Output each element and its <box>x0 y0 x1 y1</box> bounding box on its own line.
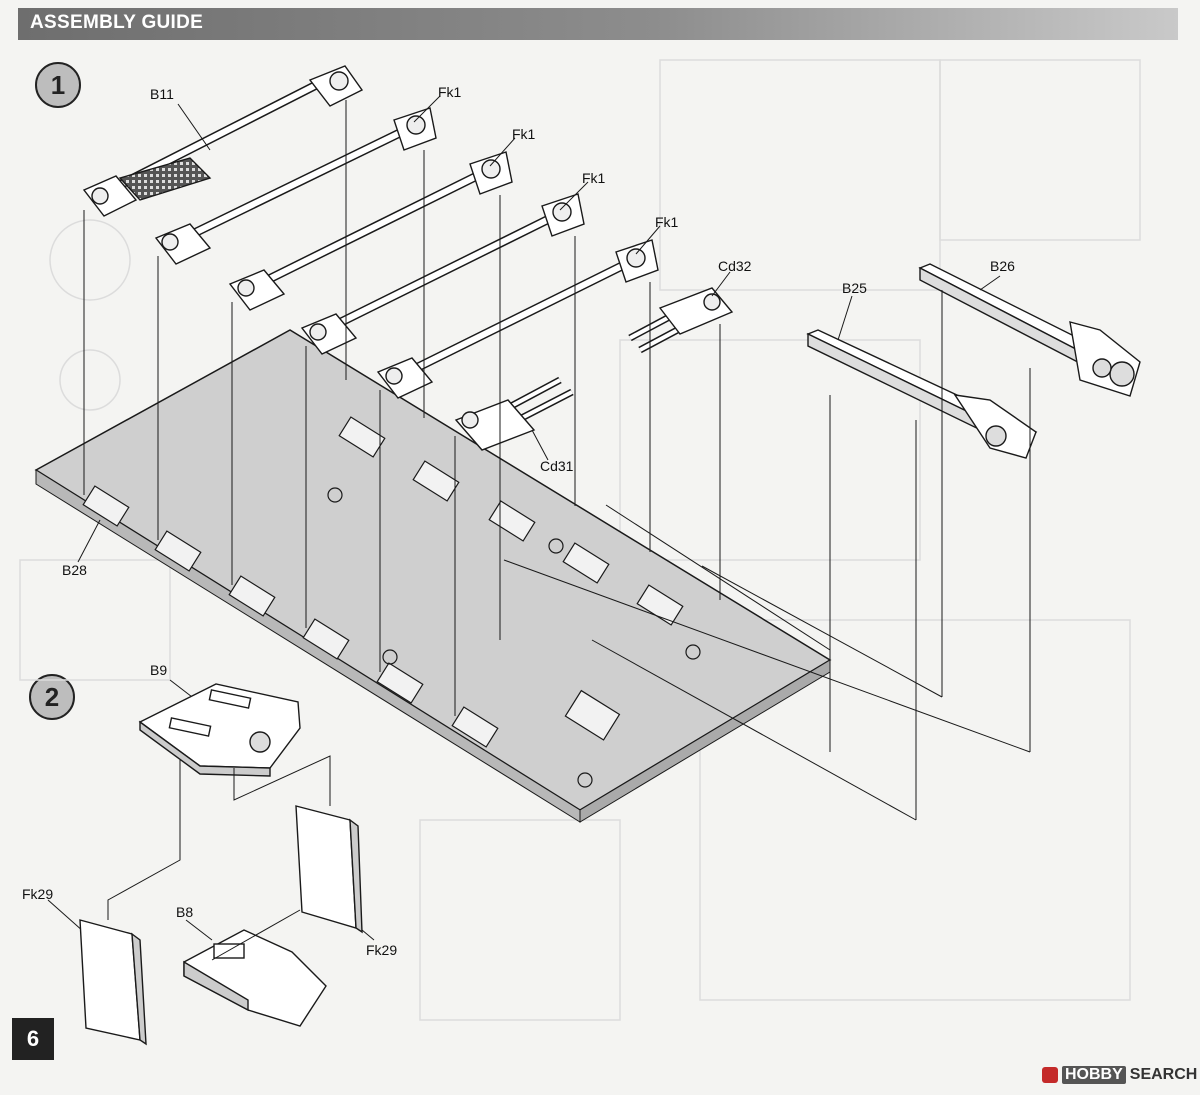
part-fk29-left <box>79 919 147 1046</box>
watermark: HOBBY SEARCH <box>1042 1066 1197 1084</box>
watermark-suffix: SEARCH <box>1129 1066 1198 1083</box>
label-leaders <box>47 95 1001 941</box>
arm-b11 <box>82 65 364 217</box>
arm-fk1-4 <box>376 239 659 399</box>
label-b26: B26 <box>990 258 1015 274</box>
label-b8: B8 <box>176 904 194 920</box>
label-cd31: Cd31 <box>540 458 574 474</box>
label-fk1-2: Fk1 <box>512 126 536 142</box>
page-number: 6 <box>12 1018 54 1060</box>
part-fk29-right <box>295 805 363 934</box>
rail-b25 <box>806 329 1038 459</box>
part-b9 <box>138 683 301 777</box>
arm-fk1-3 <box>300 193 585 355</box>
label-b11: B11 <box>150 86 174 102</box>
label-b28: B28 <box>62 562 87 578</box>
label-b9: B9 <box>150 662 168 678</box>
label-fk29-right: Fk29 <box>366 942 398 958</box>
label-fk1-3: Fk1 <box>582 170 606 186</box>
step-2-badge: 2 <box>29 674 75 720</box>
label-fk1-4: Fk1 <box>655 214 679 230</box>
label-fk1-1: Fk1 <box>438 84 462 100</box>
step-1-badge: 1 <box>35 62 81 108</box>
label-fk29-left: Fk29 <box>22 886 54 902</box>
page-title: ASSEMBLY GUIDE <box>30 12 204 33</box>
part-b8 <box>183 929 327 1027</box>
guide-lines <box>83 100 1031 821</box>
label-cd32: Cd32 <box>718 258 752 274</box>
step-2-parts <box>79 683 363 1046</box>
background-blueprint <box>19 59 1141 1021</box>
watermark-brand: HOBBY <box>1062 1066 1126 1084</box>
rail-b26 <box>918 263 1141 397</box>
side-rails <box>806 263 1141 459</box>
part-cd32 <box>628 287 734 354</box>
label-b25: B25 <box>842 280 867 296</box>
arm-fk1-2 <box>228 151 513 311</box>
plate-rivet-rings <box>327 487 701 788</box>
hull-floor-plate <box>34 329 832 823</box>
arm-fk1-1 <box>154 107 437 265</box>
header-bar: ASSEMBLY GUIDE <box>18 8 1178 40</box>
part-cd31 <box>454 376 574 451</box>
plate-sockets <box>82 416 684 748</box>
torsion-bar-arms <box>82 65 734 451</box>
watermark-logo-icon <box>1042 1067 1058 1083</box>
step-2-guide-lines <box>107 755 331 961</box>
